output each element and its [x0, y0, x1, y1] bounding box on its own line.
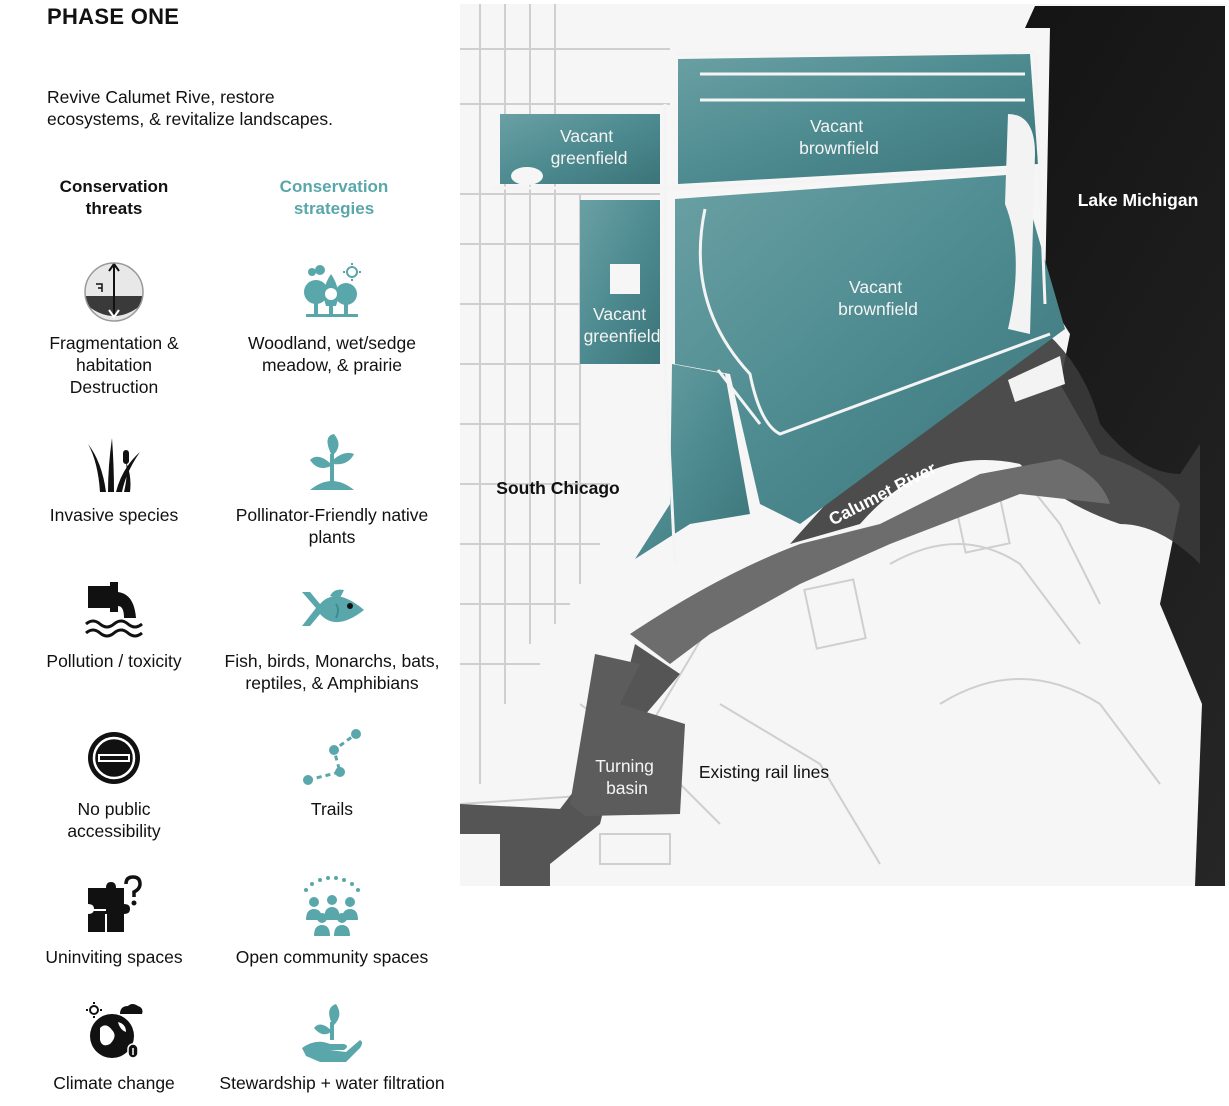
threat-label: No public accessibility [0, 798, 232, 842]
strategy-label: Open community spaces [235, 947, 429, 967]
lake-michigan [690, 6, 1225, 886]
strategy-label: Stewardship + water filtration [219, 1073, 445, 1093]
threat-label-line: accessibility [67, 821, 161, 841]
label-vacant-greenfield-1: Vacant greenfield [551, 126, 628, 168]
pollution-pipe-icon [85, 582, 143, 638]
fish-icon [302, 589, 364, 626]
threat-item-climate: Climate change [0, 1000, 232, 1094]
strategy-label-line: reptiles, & Amphibians [245, 673, 419, 693]
threat-item-fragmentation: Fragmentation & habitation Destruction [0, 260, 232, 398]
strategy-item-wildlife: Fish, birds, Monarchs, bats, reptiles, &… [214, 578, 450, 694]
strategy-item-trails: Trails [214, 726, 450, 820]
puzzle-question-icon [88, 875, 142, 932]
east-shore-strip [1005, 114, 1035, 334]
label-turning-basin: Turning basin [595, 756, 659, 798]
strategy-item-community: Open community spaces [214, 874, 450, 968]
label-rail-lines: Existing rail lines [699, 762, 830, 782]
strategy-item-woodland: Woodland, wet/sedge meadow, & prairie [214, 260, 450, 376]
threat-label-line: Destruction [69, 377, 159, 397]
fragmentation-icon [84, 262, 144, 322]
invasive-grass-icon [88, 438, 140, 492]
greenfield-pond [511, 167, 543, 185]
site-map: Vacant greenfield Vacant brownfield Vaca… [460, 4, 1225, 886]
strategy-label-line: Pollinator-Friendly native [235, 505, 429, 525]
strategy-label: Fish, birds, Monarchs, bats, reptiles, &… [214, 650, 450, 694]
strategy-label: Woodland, wet/sedge meadow, & prairie [214, 332, 450, 376]
label-vacant-brownfield-2: Vacant brownfield [838, 277, 918, 319]
threat-item-uninviting: Uninviting spaces [0, 874, 232, 968]
strategy-label: Pollinator-Friendly native plants [214, 504, 450, 548]
threat-label: Invasive species [49, 505, 179, 525]
no-entry-icon [88, 732, 140, 784]
shore-pier [1008, 356, 1065, 402]
threat-label-line: No public [77, 799, 151, 819]
strategy-label: Trails [310, 799, 354, 819]
threat-item-invasive: Invasive species [0, 432, 232, 526]
woodland-icon [304, 263, 361, 317]
threat-label: Pollution / toxicity [46, 651, 182, 671]
strategy-item-stewardship: Stewardship + water filtration [214, 1000, 450, 1094]
threat-label: Uninviting spaces [45, 947, 183, 967]
community-people-icon [304, 876, 360, 936]
threat-item-pollution: Pollution / toxicity [0, 578, 232, 672]
threats-heading-line-2: threats [85, 199, 143, 218]
threat-item-accessibility: No public accessibility [0, 726, 232, 842]
threat-label: Fragmentation & habitation Destruction [0, 332, 232, 398]
intro-line-2: ecosystems, & revitalize landscapes. [47, 109, 333, 129]
threats-heading: Conservation threats [14, 176, 214, 220]
label-vacant-greenfield-2: Vacant greenfield [584, 304, 661, 346]
strategy-label-line: meadow, & prairie [261, 355, 403, 375]
strategy-label-line: Fish, birds, Monarchs, bats, [224, 651, 440, 671]
strategies-heading-line-2: strategies [293, 199, 375, 218]
strategy-label-line: Woodland, wet/sedge [248, 333, 416, 353]
climate-globe-icon [86, 1002, 143, 1059]
label-vacant-brownfield-1: Vacant brownfield [799, 116, 879, 158]
calumet-river [630, 459, 1110, 664]
parcel-brownfield-north [678, 54, 1038, 184]
threat-label: Climate change [53, 1073, 175, 1093]
label-lake-michigan: Lake Michigan [1078, 190, 1199, 210]
intro-line-1: Revive Calumet Rive, restore [47, 87, 275, 107]
river-lower-channel [460, 644, 680, 886]
parcel-brownfield-south [675, 174, 1065, 524]
trail-nodes-icon [303, 729, 361, 785]
strategies-heading: Conservation strategies [234, 176, 434, 220]
threats-heading-line-1: Conservation [59, 177, 169, 196]
threat-label-line: Fragmentation & [49, 333, 179, 353]
greenfield-building [610, 264, 640, 294]
internal-paths [490, 50, 1051, 565]
threat-label-line: habitation [76, 355, 152, 375]
label-south-chicago: South Chicago [496, 478, 619, 498]
strategy-item-pollinator: Pollinator-Friendly native plants [214, 432, 450, 548]
sprout-icon [310, 434, 354, 490]
turning-basin [570, 654, 685, 816]
intro-text: Revive Calumet Rive, restore ecosystems,… [47, 86, 427, 130]
parcel-greenfield-north [500, 114, 660, 184]
strategy-label-line: plants [308, 527, 356, 547]
hand-sprout-icon [302, 1004, 362, 1062]
page-title: PHASE ONE [47, 4, 180, 29]
strategies-heading-line-1: Conservation [279, 177, 389, 196]
parcel-strip [635, 364, 750, 559]
